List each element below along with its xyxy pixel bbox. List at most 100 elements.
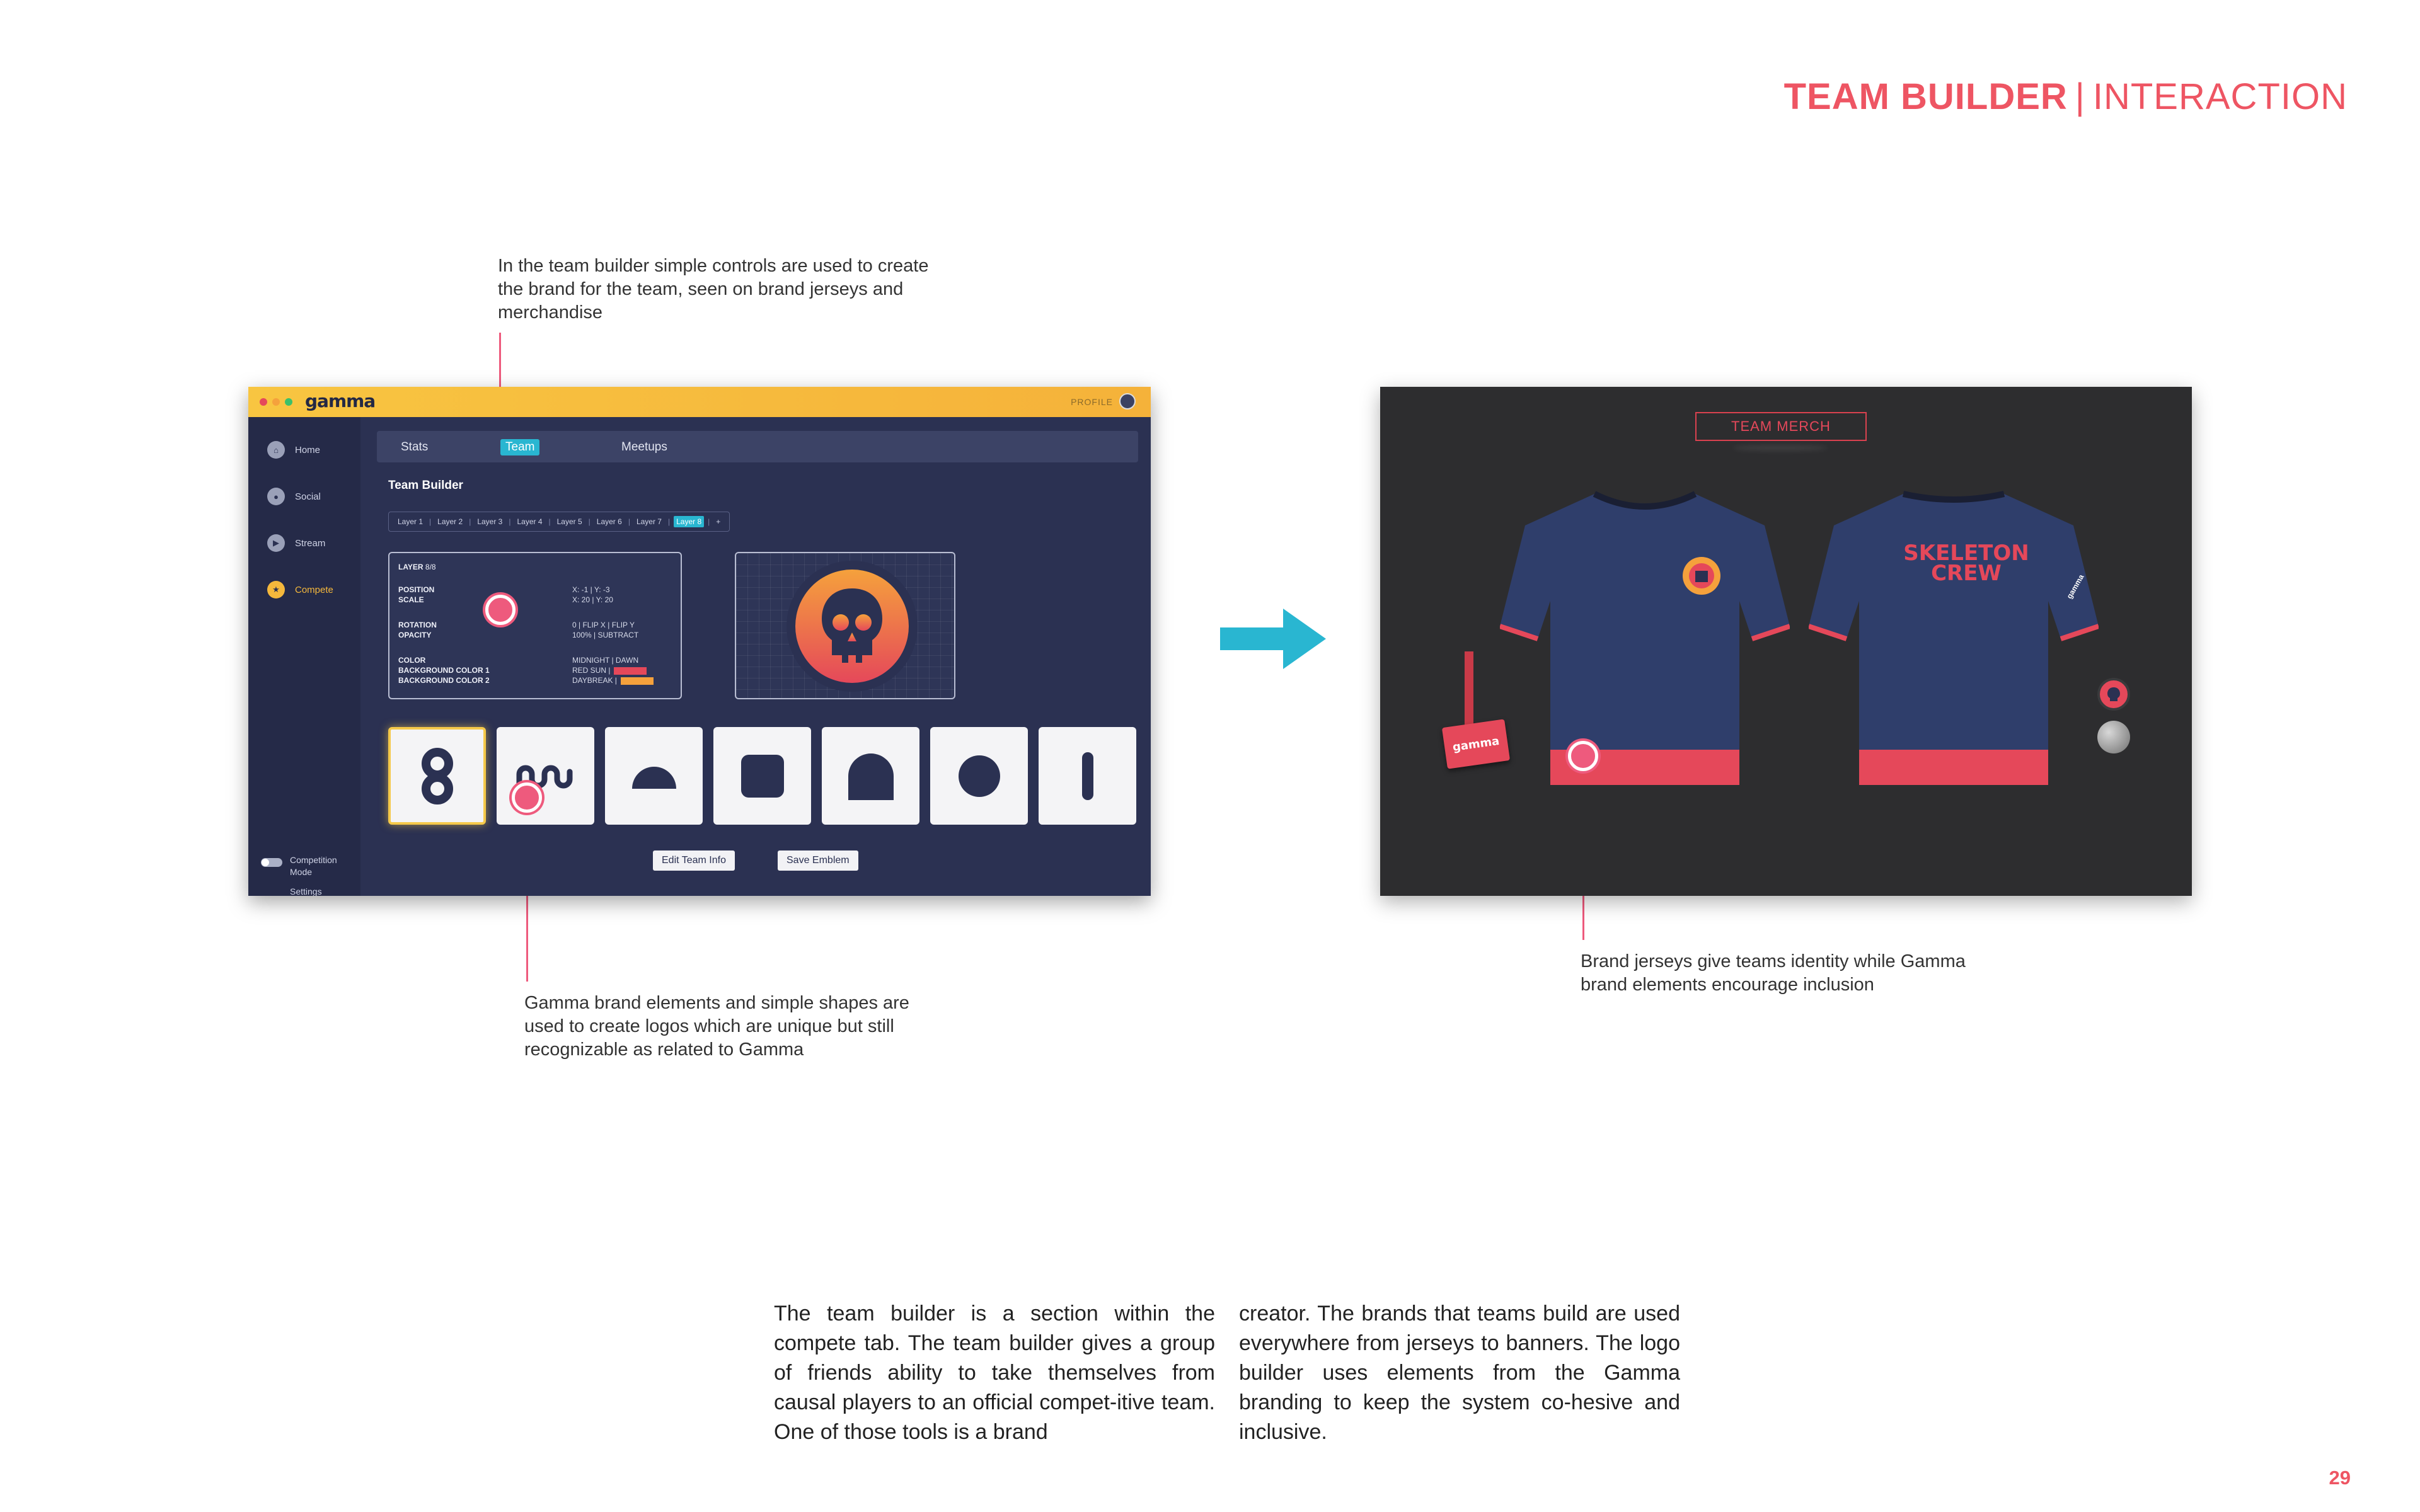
rotation-label: ROTATION: [398, 621, 437, 629]
sidebar-item-home[interactable]: ⌂ Home: [267, 441, 320, 459]
tab-bar: Stats Team Meetups: [377, 431, 1138, 462]
skull-icon: [2107, 687, 2120, 701]
layer-tab-2[interactable]: Layer 2: [437, 517, 463, 526]
layer-label: LAYER 8/8: [398, 563, 436, 571]
jersey-front: [1500, 491, 1790, 785]
badge-logo-text: gamma: [1451, 734, 1501, 754]
shape-tile-arch[interactable]: [822, 727, 919, 825]
circle-icon: [958, 755, 1000, 797]
arrow-right-icon: [1220, 609, 1326, 669]
layer-tab-6[interactable]: Layer 6: [596, 517, 622, 526]
gamma-logo: gamma: [305, 391, 376, 411]
title-glow: [1733, 445, 1828, 451]
layer-tab-1[interactable]: Layer 1: [398, 517, 424, 526]
color-value[interactable]: MIDNIGHT | DAWN: [572, 656, 639, 665]
home-icon: ⌂: [267, 441, 285, 459]
tab-meetups[interactable]: Meetups: [621, 440, 667, 454]
skull-pin-button: [2097, 678, 2130, 711]
sidebar-item-social[interactable]: ● Social: [267, 488, 321, 505]
sidebar: ⌂ Home ● Social ▶ Stream ★ Compete Compe…: [248, 417, 360, 896]
position-value[interactable]: X: -1 | Y: -3: [572, 585, 610, 594]
background-color-2-value[interactable]: DAYBREAK |: [572, 675, 654, 685]
square-icon: [740, 754, 784, 798]
jersey-back-line-1: SKELETON: [1903, 541, 2029, 566]
arch-icon: [848, 753, 894, 800]
minimize-dot[interactable]: [272, 398, 280, 406]
position-label: POSITION: [398, 585, 435, 594]
compete-icon: ★: [267, 581, 285, 598]
jersey-back: [1809, 491, 2099, 785]
annotation-controls: In the team builder simple controls are …: [498, 256, 929, 323]
annotation-pin-controls: [485, 595, 516, 625]
jersey-back-line-2: CREW: [1931, 561, 2002, 586]
shape-tile-wave[interactable]: [497, 727, 594, 825]
avatar[interactable]: [1119, 393, 1136, 410]
silver-pin-button: [2097, 721, 2130, 753]
gamma-mark-icon: [421, 747, 453, 805]
annotation-shapes: Gamma brand elements and simple shapes a…: [524, 993, 909, 1060]
stream-icon: ▶: [267, 534, 285, 552]
title-separator: |: [2075, 76, 2085, 117]
sidebar-item-label: Stream: [295, 537, 326, 549]
layer-tab-8[interactable]: Layer 8: [674, 516, 705, 527]
rotation-value[interactable]: 0 | FLIP X | FLIP Y: [572, 621, 635, 629]
shape-tile-square[interactable]: [713, 727, 811, 825]
team-merch-panel: TEAM MERCH SKELETON CREW gamma gamma: [1380, 387, 2192, 896]
annotation-jerseys: Brand jerseys give teams identity while …: [1581, 951, 1966, 995]
color-label: COLOR: [398, 656, 426, 665]
team-merch-title: TEAM MERCH: [1695, 412, 1867, 441]
tab-stats[interactable]: Stats: [401, 440, 429, 454]
annotation-pin-shapes: [512, 782, 542, 813]
sidebar-item-compete[interactable]: ★ Compete: [267, 581, 333, 598]
layer-tab-4[interactable]: Layer 4: [517, 517, 543, 526]
layer-tab-3[interactable]: Layer 3: [477, 517, 503, 526]
layer-tab-7[interactable]: Layer 7: [636, 517, 662, 526]
opacity-value[interactable]: 100% | SUBTRACT: [572, 631, 639, 639]
background-color-2-label: BACKGROUND COLOR 2: [398, 676, 490, 685]
shape-tile-circle[interactable]: [930, 727, 1028, 825]
layer-selector: Layer 1| Layer 2| Layer 3| Layer 4| Laye…: [388, 512, 730, 532]
close-dot[interactable]: [260, 398, 267, 406]
layer-properties-panel: LAYER 8/8 POSITION X: -1 | Y: -3 SCALE X…: [388, 552, 682, 699]
bar-icon: [1081, 752, 1093, 800]
shape-tile-half-circle[interactable]: [605, 727, 703, 825]
body-text-column-2: creator. The brands that teams build are…: [1239, 1302, 1680, 1444]
shape-tile-gamma-mark[interactable]: [388, 727, 486, 825]
annotation-pin-jerseys: [1568, 741, 1598, 771]
title-bold: TEAM BUILDER: [1783, 76, 2068, 117]
team-builder-app-window: gamma PROFILE ⌂ Home ● Social ▶ Stream ★…: [248, 387, 1151, 896]
skull-emblem: [786, 561, 918, 692]
scale-value[interactable]: X: 20 | Y: 20: [572, 595, 613, 604]
emblem-preview-canvas[interactable]: [735, 552, 955, 699]
competition-mode-label: Competition Mode: [290, 855, 337, 877]
tab-team[interactable]: Team: [500, 439, 540, 455]
sidebar-item-label: Home: [295, 444, 321, 455]
lanyard-strap: [1465, 651, 1473, 727]
sidebar-item-stream[interactable]: ▶ Stream: [267, 534, 325, 552]
opacity-label: OPACITY: [398, 631, 432, 639]
background-color-1-label: BACKGROUND COLOR 1: [398, 666, 490, 675]
shape-tile-bar[interactable]: [1039, 727, 1136, 825]
maximize-dot[interactable]: [285, 398, 292, 406]
title-light: INTERACTION: [2092, 76, 2348, 117]
sidebar-item-settings[interactable]: Settings: [290, 886, 322, 896]
daybreak-swatch: [620, 677, 654, 685]
add-layer-button[interactable]: +: [716, 517, 721, 526]
page-number: 29: [2329, 1467, 2351, 1489]
title-bar: gamma PROFILE: [248, 387, 1151, 417]
sidebar-item-label: Compete: [295, 584, 333, 595]
shape-palette: [388, 727, 1136, 825]
section-title: Team Builder: [388, 479, 463, 492]
background-color-1-value[interactable]: RED SUN |: [572, 665, 647, 675]
red-sun-swatch: [614, 667, 647, 675]
jersey-back-text: SKELETON CREW: [1872, 541, 2061, 586]
wave-icon: [516, 765, 572, 788]
page-title: TEAM BUILDER|INTERACTION: [1784, 76, 2348, 118]
competition-mode-toggle[interactable]: [261, 858, 282, 867]
layer-tab-5[interactable]: Layer 5: [556, 517, 582, 526]
save-emblem-button[interactable]: Save Emblem: [778, 850, 858, 871]
window-controls: [260, 398, 292, 406]
profile-link[interactable]: PROFILE: [1071, 397, 1113, 407]
social-icon: ●: [267, 488, 285, 505]
edit-team-info-button[interactable]: Edit Team Info: [653, 850, 735, 871]
